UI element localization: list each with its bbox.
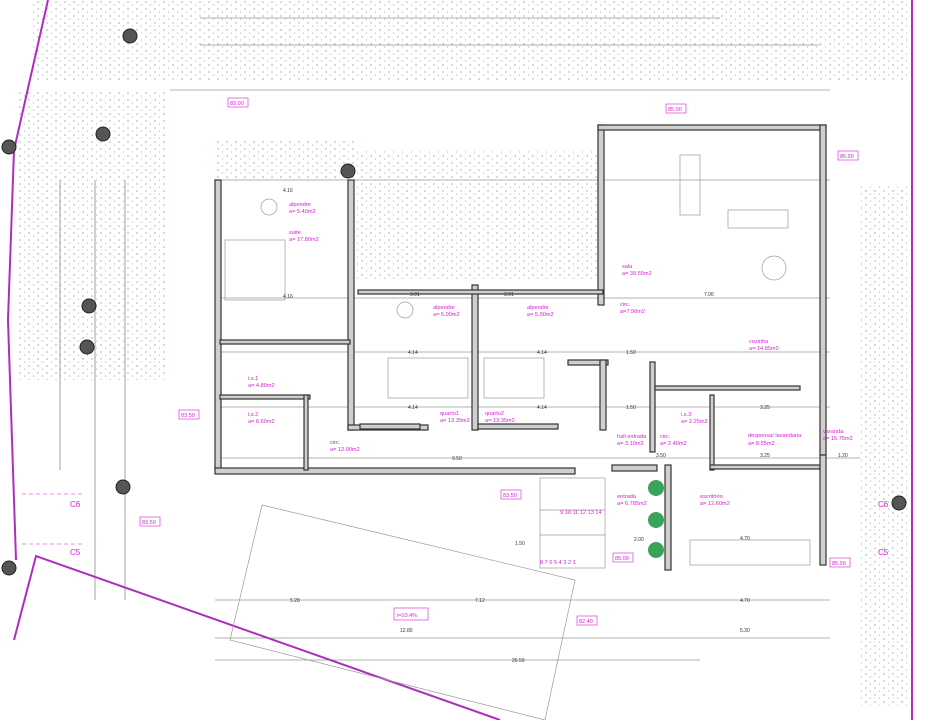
property-line [6, 0, 49, 561]
room-name: i.s.3 [681, 412, 691, 418]
garden-area [30, 0, 910, 80]
plan-label: 26.50 [512, 658, 525, 664]
plan-label: 3.91 [504, 292, 514, 298]
section-markers: C6 C5 C6 C5 [22, 493, 889, 557]
furniture [224, 154, 811, 566]
plan-label: 5.28 [290, 598, 300, 604]
garden-area [860, 185, 908, 705]
location-marker-icons [1, 28, 907, 576]
room-area: a= 6.785m2 [617, 501, 647, 507]
room-area: a= 12.60m2 [700, 501, 730, 507]
plan-label: 83.50 [142, 520, 156, 526]
plan-label: 1.50 [515, 541, 525, 547]
plan-label: 85.00 [832, 561, 846, 567]
room-name: entrada [617, 494, 637, 500]
room-name: sala [622, 264, 633, 270]
room-name: circ. [620, 302, 631, 308]
room-area: a= 5.40m2 [289, 209, 316, 215]
plan-label: 1.50 [626, 350, 636, 356]
plan-label: 3.25 [760, 453, 770, 459]
garden-area [215, 140, 355, 180]
room-name: alpendre [289, 202, 311, 208]
room-area: a= 3.10m2 [617, 441, 644, 447]
walls [214, 124, 827, 571]
plan-label: 3.91 [410, 292, 420, 298]
room-area: a= 2.25m2 [681, 419, 708, 425]
room-area: a= 13.35m2 [440, 418, 470, 424]
room-name: quarto2 [485, 411, 504, 417]
plan-label: 7.12 [475, 598, 485, 604]
plan-label: 3.25 [760, 405, 770, 411]
plan-label: 85.00 [668, 107, 682, 113]
room-area: a= 15.75m2 [823, 436, 853, 442]
room-area: a= 8.55m2 [748, 441, 775, 447]
plan-label: 4.70 [740, 598, 750, 604]
stairs [539, 477, 606, 569]
plan-label: 4.14 [537, 405, 547, 411]
room-area: a= 13.35m2 [485, 418, 515, 424]
room-area: a= 39.55m2 [622, 271, 652, 277]
garden-area [356, 150, 601, 280]
level-markers: 83.00 85.00 85.00 83.50 83.50 83.50 85.0… [139, 97, 859, 626]
room-name: suite [289, 230, 301, 236]
section-c6-left: C6 [70, 500, 81, 509]
plan-label: 83.50 [503, 493, 517, 499]
property-line [13, 554, 501, 720]
plan-label: 5.30 [740, 628, 750, 634]
room-name: i.s.1 [248, 376, 258, 382]
plan-label: 4.16 [283, 294, 293, 300]
plan-label: 12.80 [400, 628, 413, 634]
plan-label: 1.50 [626, 405, 636, 411]
room-area: a= 4.80m2 [248, 383, 275, 389]
room-area: a= 12.00m2 [330, 447, 360, 453]
section-c5-left: C5 [70, 548, 81, 557]
plan-label: 3.50 [656, 453, 666, 459]
plan-label: 7.06 [704, 292, 714, 298]
dimension-labels: 4.16 4.16 3.91 3.91 4.14 4.14 4.14 4.14 … [283, 188, 848, 664]
ramp [229, 504, 576, 720]
room-name: circ. [330, 440, 341, 446]
ramp-slope-box [393, 607, 429, 621]
plan-label: 85.00 [840, 154, 854, 160]
plan-label: 4.14 [408, 350, 418, 356]
room-name: varanda [823, 429, 844, 435]
stair-numbers-bottom: 8 7 6 5 4 3 2 1 [540, 560, 576, 566]
ramp-slope: i=10.4% [397, 613, 417, 619]
room-area: a= 14.85m2 [749, 346, 779, 352]
plan-label: 9.50 [452, 456, 462, 462]
room-area: a= 17.80m2 [289, 237, 319, 243]
garden-area [16, 90, 166, 380]
room-area: a= 6.60m2 [248, 419, 275, 425]
plan-label: 85.00 [615, 556, 629, 562]
section-c5-right: C5 [878, 548, 889, 557]
stair-numbers-top: 9 10 11 12 13 14 [560, 510, 602, 516]
dimension-lines [59, 17, 860, 661]
room-name: circ. [660, 434, 671, 440]
plan-label: 83.50 [181, 413, 195, 419]
room-name: escritório [700, 494, 723, 500]
room-area: a= 2.40m2 [660, 441, 687, 447]
plan-label: 4.14 [408, 405, 418, 411]
plants [648, 480, 664, 558]
room-name: i.s.2 [248, 412, 258, 418]
room-area: a= 5.00m2 [527, 312, 554, 318]
room-name: alpendre [527, 305, 549, 311]
room-name: quarto1 [440, 411, 459, 417]
room-name: hall entrada [617, 434, 647, 440]
room-area: a= 5.00m2 [433, 312, 460, 318]
room-name: despensa/ lavandaria [748, 433, 802, 439]
plan-label: 4.14 [537, 350, 547, 356]
room-name: cozinha [749, 339, 769, 345]
room-name: alpendre [433, 305, 455, 311]
plan-label: 2.00 [634, 537, 644, 543]
room-area: a=7.50m2 [620, 309, 645, 315]
plan-label: 83.00 [230, 101, 244, 107]
plan-label: 82.40 [579, 619, 593, 625]
plan-label: 4.70 [740, 536, 750, 542]
plan-label: 1.20 [838, 453, 848, 459]
plan-label: 4.16 [283, 188, 293, 194]
section-c6-right: C6 [878, 500, 889, 509]
